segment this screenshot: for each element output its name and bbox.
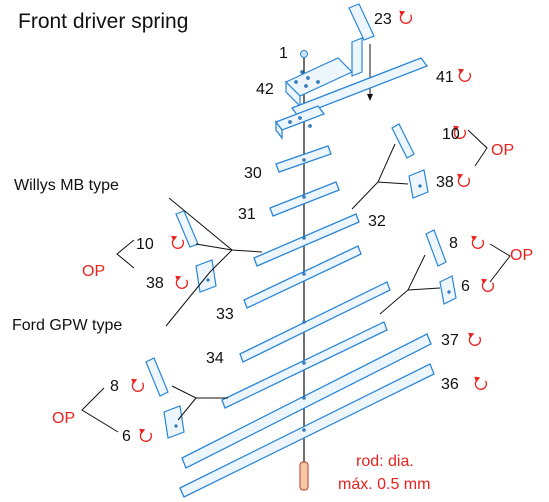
rotate-icon-8-right: [470, 235, 485, 249]
leaf-31: [269, 181, 340, 217]
label-part-8-right: 8: [449, 235, 458, 252]
rotate-icon-38-left: [174, 275, 189, 289]
leaf-32: [253, 213, 360, 267]
label-part-10-top: 10: [442, 126, 460, 143]
rotate-icon-38-top: [456, 173, 471, 187]
label-op-bottom: OP: [52, 410, 75, 427]
part-23-bracket: [348, 3, 375, 101]
rod-note-line1: rod: dia.: [356, 453, 414, 470]
label-op-top: OP: [491, 142, 514, 159]
label-part-33: 33: [216, 306, 234, 323]
label-part-30: 30: [244, 165, 262, 182]
clip-6-bottom: [163, 405, 185, 439]
label-part-1: 1: [279, 45, 288, 62]
label-part-38-top: 38: [436, 174, 454, 191]
rotate-icon-37: [467, 332, 482, 346]
callout-willys: Willys MB type: [14, 177, 119, 194]
part-41-leaf: [274, 57, 429, 140]
label-part-34: 34: [206, 350, 224, 367]
label-part-36: 36: [441, 376, 459, 393]
label-op-right: OP: [510, 247, 533, 264]
clip-6-right: [439, 275, 457, 305]
rod-note-line2: máx. 0.5 mm: [338, 476, 430, 493]
leaf-30: [275, 145, 332, 173]
rod-end: [299, 461, 309, 491]
clip-10-top: [391, 123, 415, 159]
rotate-icon-41: [457, 68, 472, 82]
leader-lines: [81, 129, 511, 433]
clip-8-right: [425, 229, 447, 267]
rotate-icon-6-bottom: [138, 428, 153, 442]
label-op-left: OP: [82, 263, 105, 280]
rotate-icon-8-bottom: [130, 378, 145, 392]
clip-38-left: [195, 259, 217, 293]
label-part-37: 37: [441, 332, 459, 349]
label-part-38-left: 38: [146, 275, 164, 292]
leaf-34: [221, 321, 388, 409]
rotate-icon-10-left: [170, 235, 185, 249]
leaf-unlabeled: [243, 245, 362, 309]
clip-8-bottom: [145, 357, 169, 397]
leaf-33: [239, 281, 391, 363]
rotate-icon-23: [398, 10, 413, 24]
label-part-10-left: 10: [136, 236, 154, 253]
callout-ford: Ford GPW type: [12, 317, 122, 334]
diagram-title: Front driver spring: [18, 10, 188, 33]
label-part-6-right: 6: [461, 278, 470, 295]
label-part-41: 41: [436, 69, 454, 86]
leaf-37: [181, 333, 432, 469]
clip-10-left: [175, 210, 199, 248]
rotate-icon-36: [473, 376, 488, 390]
clip-38-top: [408, 169, 429, 199]
label-part-8-bottom: 8: [110, 378, 119, 395]
part-1-nut: [300, 50, 308, 58]
label-part-32: 32: [368, 213, 386, 230]
label-part-42: 42: [256, 81, 274, 98]
label-part-23: 23: [374, 11, 392, 28]
label-part-31: 31: [238, 206, 256, 223]
leaf-36: [179, 363, 435, 498]
label-part-6-bottom: 6: [122, 428, 131, 445]
